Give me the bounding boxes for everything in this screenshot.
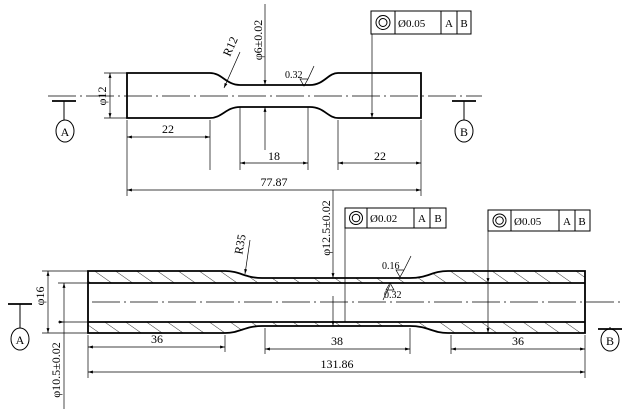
svg-text:36: 36	[151, 332, 163, 346]
svg-text:φ12: φ12	[95, 87, 109, 106]
svg-text:0.16: 0.16	[382, 261, 400, 272]
bottom-roughness-outer: 0.16	[382, 255, 412, 278]
datum-label: B	[460, 125, 468, 139]
svg-text:φ16: φ16	[33, 287, 47, 306]
svg-text:B: B	[434, 213, 441, 225]
bottom-specimen: A B φ16 φ10.5±0.02 φ12.5±0.02	[8, 190, 623, 409]
top-dim-diameter-neck: φ6±0.02	[251, 4, 267, 150]
top-datum-b: B	[452, 100, 476, 143]
svg-text:77.87: 77.87	[261, 175, 288, 189]
bottom-dim-diameter-bore: φ10.5±0.02	[49, 282, 88, 409]
svg-text:A: A	[418, 213, 426, 225]
svg-text:A: A	[16, 333, 25, 347]
bottom-feature-control-frame-neck: Ø0.02 A B	[344, 207, 447, 229]
svg-text:36: 36	[512, 334, 524, 348]
top-dim-total: 77.87	[126, 165, 421, 196]
svg-text:A: A	[563, 216, 571, 228]
top-dim-left: 22	[126, 120, 211, 170]
svg-text:A: A	[445, 18, 453, 30]
top-dim-center: 18	[239, 107, 309, 170]
bottom-dim-radius: R35	[231, 233, 251, 275]
svg-text:38: 38	[331, 334, 343, 348]
bottom-feature-control-frame-end: Ø0.05 A B	[486, 209, 591, 333]
svg-text:0.32: 0.32	[285, 70, 303, 81]
top-specimen-outline	[126, 72, 422, 119]
bottom-dim-right: 36	[450, 334, 586, 378]
svg-text:131.86: 131.86	[321, 357, 354, 371]
datum-label: A	[61, 125, 70, 139]
bottom-roughness-inner: 0.32	[382, 282, 402, 301]
top-dim-radius: R12	[220, 34, 241, 89]
svg-text:B: B	[606, 334, 614, 348]
svg-text:Ø0.02: Ø0.02	[370, 213, 397, 225]
svg-text:R12: R12	[220, 34, 241, 58]
bottom-specimen-outline	[87, 270, 586, 334]
svg-text:0.32: 0.32	[384, 290, 402, 301]
svg-text:φ10.5±0.02: φ10.5±0.02	[49, 342, 63, 398]
svg-text:B: B	[578, 216, 585, 228]
top-wall-hatch	[88, 271, 585, 283]
svg-text:φ12.5±0.02: φ12.5±0.02	[319, 200, 333, 256]
svg-text:Ø0.05: Ø0.05	[398, 18, 426, 30]
concentricity-icon	[349, 211, 363, 225]
concentricity-icon	[375, 15, 391, 30]
svg-text:18: 18	[268, 149, 280, 163]
bottom-dim-diameter-outer: φ16	[33, 270, 88, 334]
bottom-dim-diameter-neck: φ12.5±0.02	[319, 190, 346, 326]
top-feature-control-frame: Ø0.05 A B	[370, 10, 472, 118]
top-datum-a: A	[52, 100, 76, 143]
svg-text:Ø0.05: Ø0.05	[514, 216, 542, 228]
svg-text:φ6±0.02: φ6±0.02	[251, 20, 265, 61]
bottom-datum-b: B	[598, 327, 622, 352]
svg-text:R35: R35	[231, 233, 248, 255]
svg-text:22: 22	[162, 122, 174, 136]
top-dim-diameter-end: φ12	[95, 72, 127, 119]
bottom-dim-total: 131.86	[88, 357, 585, 374]
top-roughness-symbol: 0.32	[285, 65, 315, 87]
bottom-dim-center: 38	[264, 328, 411, 354]
bottom-wall-hatch	[88, 322, 585, 333]
bottom-datum-a: A	[8, 303, 32, 351]
bottom-dim-left: 36	[87, 332, 226, 378]
svg-text:22: 22	[374, 149, 386, 163]
concentricity-icon	[492, 213, 507, 228]
svg-text:B: B	[460, 18, 467, 30]
top-dim-right: 22	[337, 120, 422, 196]
top-specimen: A B φ12 φ6±0.02 R12 0.32	[48, 4, 482, 196]
